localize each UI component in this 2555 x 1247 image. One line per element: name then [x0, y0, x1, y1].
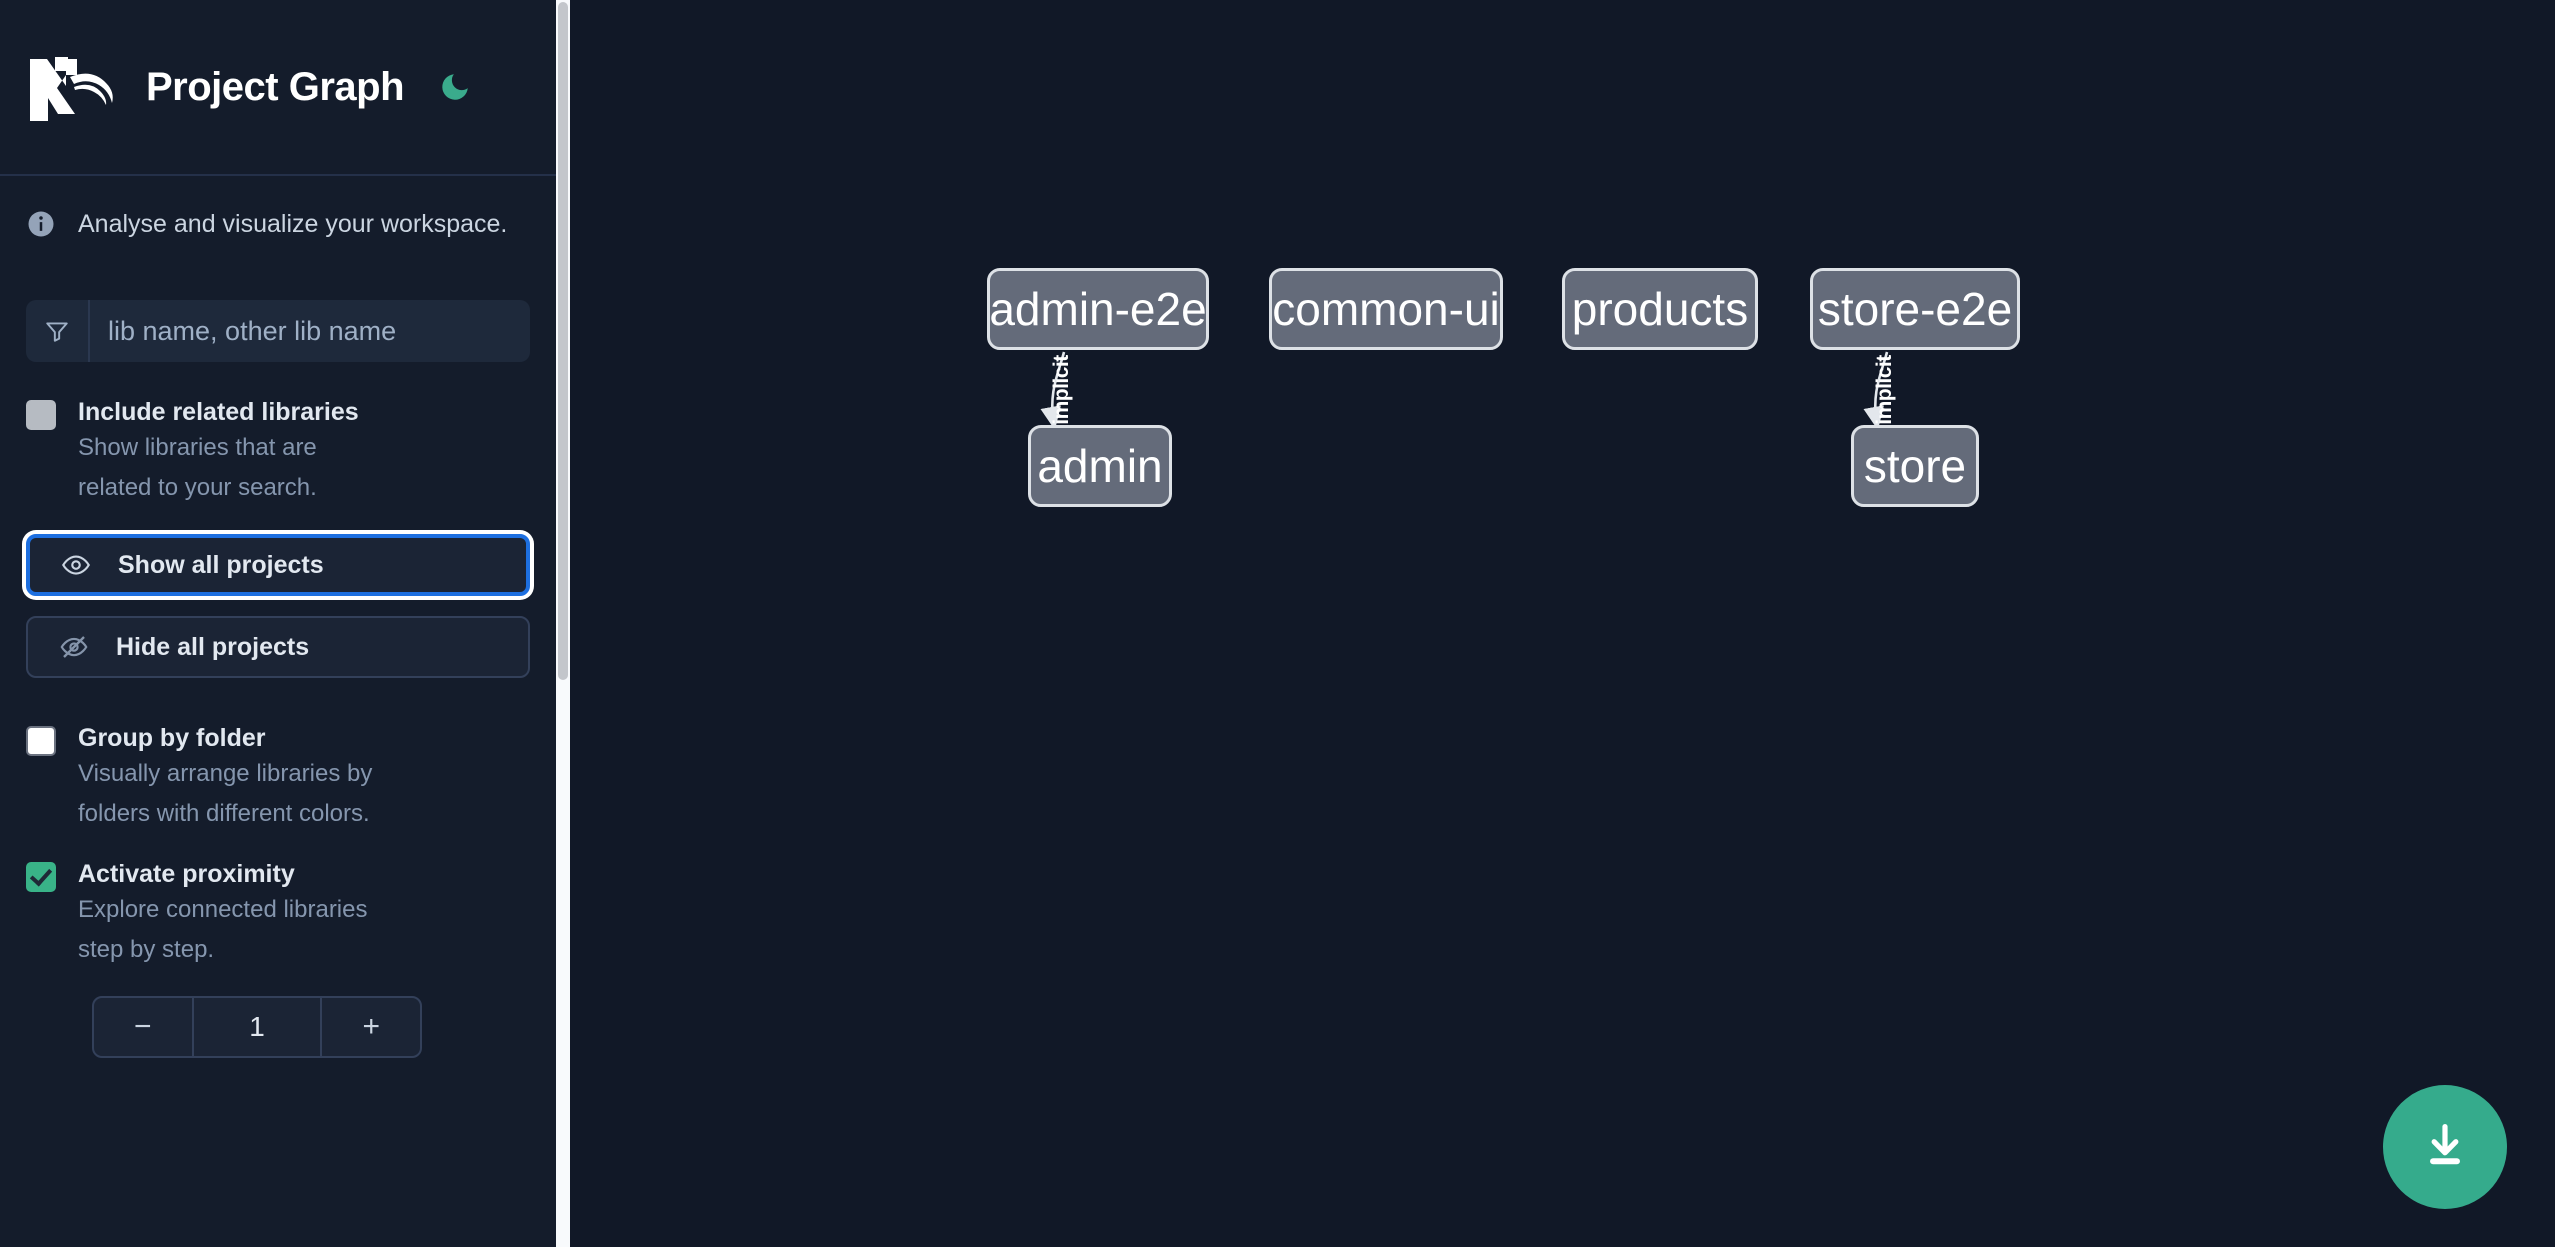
workspace-info-text: Analyse and visualize your workspace. [78, 209, 508, 238]
graph-edge-label-admin: implicit [1050, 355, 1073, 425]
graph-node-label: common-ui [1272, 283, 1500, 335]
graph-node-label: store [1863, 440, 1967, 492]
graph-canvas[interactable]: admin-e2e common-ui products store-e2e a… [570, 0, 2555, 1247]
workspace-info: Analyse and visualize your workspace. [0, 176, 556, 272]
option-text-block: Activate proximity Explore connected lib… [78, 858, 378, 970]
option-description: Visually arrange libraries by folders wi… [78, 760, 373, 827]
spacer [0, 508, 556, 534]
option-description: Show libraries that are related to your … [78, 434, 317, 501]
stepper-increment-button[interactable]: + [362, 1010, 380, 1043]
activate-proximity-checkbox[interactable] [26, 862, 56, 892]
graph-edges [1040, 351, 1889, 431]
hide-all-projects-button[interactable]: Hide all projects [26, 616, 530, 678]
graph-node-store-e2e[interactable]: store-e2e [1810, 268, 2020, 350]
show-all-projects-button[interactable]: Show all projects [26, 534, 530, 596]
option-description: Explore connected libraries step by step… [78, 896, 368, 963]
hide-all-projects-label: Hide all projects [116, 632, 310, 661]
graph-node-label: admin-e2e [989, 283, 1207, 335]
graph-edge-label-store: implicit [1873, 355, 1896, 425]
search-input[interactable] [90, 314, 530, 348]
option-include-related-libraries[interactable]: Include related libraries Show libraries… [26, 396, 530, 508]
search-box[interactable] [26, 300, 530, 362]
graph-node-label: products [1571, 283, 1749, 335]
eye-off-icon [54, 627, 94, 667]
page-title: Project Graph [146, 64, 405, 109]
graph-node-label: store-e2e [1817, 283, 2013, 335]
graph-node-products[interactable]: products [1562, 268, 1758, 350]
graph-node-store[interactable]: store [1851, 425, 1979, 507]
sidebar-scrollbar-track[interactable] [556, 0, 570, 1247]
stepper-divider [320, 998, 323, 1056]
option-text-block: Include related libraries Show libraries… [78, 396, 378, 508]
eye-icon [56, 545, 96, 585]
sidebar: Project Graph Analyse and visualize your… [0, 0, 556, 1247]
stepper-value: 1 [249, 1011, 265, 1042]
info-icon [26, 209, 56, 239]
option-label: Include related libraries [78, 398, 359, 426]
spacer [0, 596, 556, 616]
filter-icon [26, 300, 90, 362]
option-text-block: Group by folder Visually arrange librari… [78, 722, 378, 834]
option-label: Group by folder [78, 724, 266, 752]
stepper-divider [191, 998, 194, 1056]
nx-logo [26, 53, 118, 121]
graph-node-common-ui[interactable]: common-ui [1269, 268, 1503, 350]
moon-icon[interactable] [434, 66, 476, 108]
option-activate-proximity[interactable]: Activate proximity Explore connected lib… [26, 858, 530, 970]
download-icon [2419, 1119, 2471, 1176]
include-related-libraries-checkbox[interactable] [26, 400, 56, 430]
sidebar-header: Project Graph [0, 0, 556, 176]
group-by-folder-checkbox[interactable] [26, 726, 56, 756]
graph-node-label: admin [1037, 440, 1163, 492]
graph-node-admin-e2e[interactable]: admin-e2e [987, 268, 1209, 350]
download-button[interactable] [2383, 1085, 2507, 1209]
option-group-by-folder[interactable]: Group by folder Visually arrange librari… [26, 722, 530, 834]
sidebar-scrollbar-thumb[interactable] [558, 2, 568, 680]
graph-node-admin[interactable]: admin [1028, 425, 1172, 507]
stepper-decrement-button[interactable]: − [134, 1010, 152, 1043]
show-all-projects-label: Show all projects [118, 550, 324, 579]
proximity-stepper[interactable]: − 1 + [92, 996, 422, 1058]
option-label: Activate proximity [78, 860, 295, 888]
